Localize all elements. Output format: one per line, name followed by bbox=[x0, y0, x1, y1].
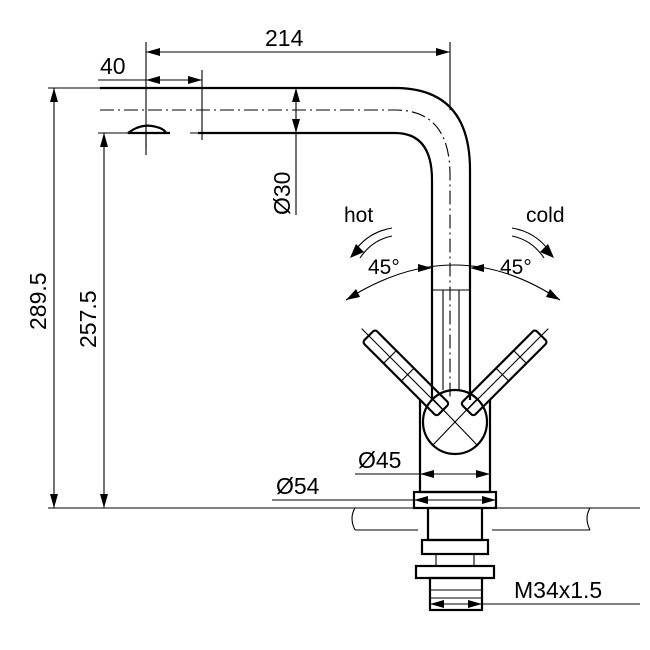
hot-indicator: hot 45° bbox=[344, 204, 400, 279]
hot-label: hot bbox=[344, 204, 373, 227]
handle-hot-position bbox=[361, 328, 450, 417]
handle-cold-position bbox=[460, 328, 549, 417]
dimension-label-40: 40 bbox=[100, 53, 126, 79]
mounting-shank bbox=[414, 506, 496, 612]
dimension-spout-reach: 214 bbox=[145, 25, 451, 155]
dimension-spout-offset: 40 bbox=[98, 53, 203, 128]
dimension-spout-diameter: Ø30 bbox=[269, 88, 300, 215]
dimension-label-214: 214 bbox=[265, 25, 304, 51]
dimension-label-289-5: 289.5 bbox=[25, 272, 51, 330]
dimension-label-thread: M34x1.5 bbox=[514, 577, 602, 603]
dimension-base-diameter: Ø54 bbox=[272, 473, 496, 504]
cold-label: cold bbox=[526, 204, 565, 227]
cold-angle-label: 45° bbox=[500, 256, 532, 279]
dimension-label-257-5: 257.5 bbox=[75, 290, 101, 348]
dimension-thread: M34x1.5 bbox=[430, 577, 640, 608]
dimension-total-height: 289.5 bbox=[25, 87, 100, 508]
spout bbox=[100, 86, 472, 400]
dimension-outlet-height: 257.5 bbox=[75, 132, 128, 508]
cold-indicator: cold 45° bbox=[500, 204, 565, 279]
dimension-label-d45: Ø45 bbox=[358, 447, 401, 473]
faucet-body bbox=[412, 268, 498, 510]
dimension-label-d30: Ø30 bbox=[269, 172, 295, 215]
hot-angle-label: 45° bbox=[368, 256, 400, 279]
rotation-arc bbox=[345, 264, 561, 301]
dimension-body-diameter: Ø45 bbox=[355, 447, 490, 478]
countertop bbox=[48, 507, 640, 531]
dimension-label-d54: Ø54 bbox=[276, 473, 320, 499]
